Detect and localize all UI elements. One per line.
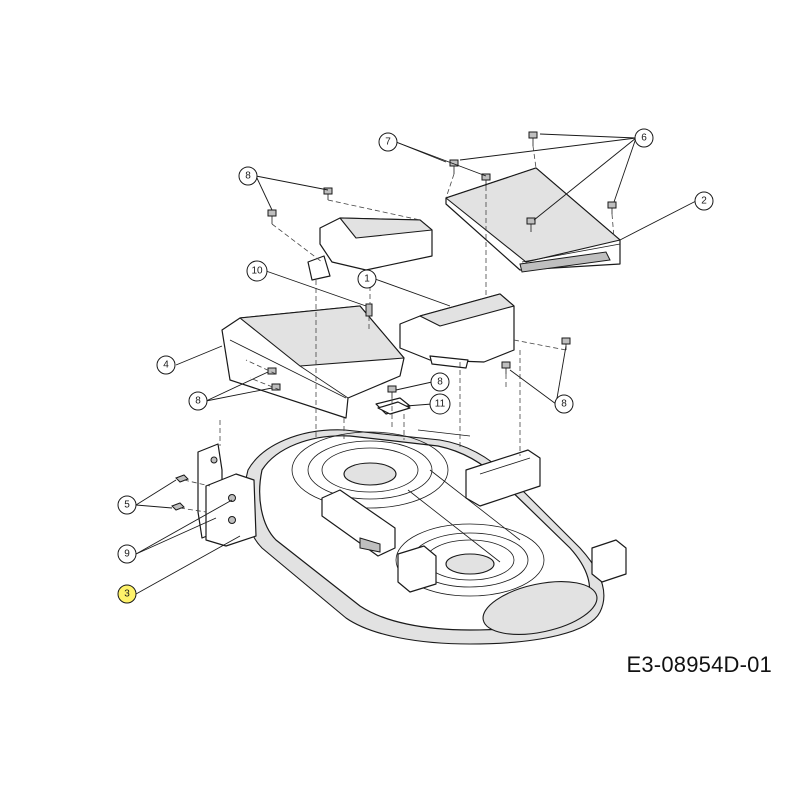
leader-lines: [135, 133, 697, 595]
svg-text:1: 1: [364, 274, 370, 285]
callout-9: 9: [117, 544, 137, 564]
deck-hanger-bracket: [197, 443, 257, 547]
svg-text:8: 8: [245, 171, 251, 182]
mower-deck: [243, 429, 627, 645]
svg-text:7: 7: [385, 137, 391, 148]
svg-text:10: 10: [251, 266, 263, 277]
callout-8-center: 8: [430, 372, 450, 392]
svg-text:6: 6: [641, 133, 647, 144]
svg-text:2: 2: [701, 196, 707, 207]
callout-10: 10: [246, 260, 268, 282]
svg-text:4: 4: [163, 360, 169, 371]
callout-2: 2: [694, 191, 714, 211]
hardware-screws: [267, 131, 617, 415]
cover-1-upper: [307, 217, 433, 281]
svg-text:5: 5: [124, 500, 130, 511]
cover-1-lower: [399, 293, 515, 369]
svg-text:8: 8: [195, 396, 201, 407]
belt-cover-4: [221, 305, 411, 419]
callout-5: 5: [117, 495, 137, 515]
callout-11: 11: [429, 393, 451, 415]
callout-1: 1: [357, 269, 377, 289]
svg-text:3: 3: [124, 589, 130, 600]
alignment-lines: [219, 145, 615, 456]
svg-text:9: 9: [124, 549, 130, 560]
callout-8-right: 8: [554, 394, 574, 414]
callout-8-top: 8: [238, 166, 258, 186]
callout-8-left: 8: [188, 391, 208, 411]
svg-text:8: 8: [561, 399, 567, 410]
callout-7: 7: [378, 132, 398, 152]
drawing-number: E3-08954D-01: [626, 652, 772, 677]
svg-text:8: 8: [437, 377, 443, 388]
svg-text:11: 11: [435, 399, 446, 410]
hardware-bolts-5: [171, 474, 211, 513]
callout-6: 6: [634, 128, 654, 148]
callout-4: 4: [156, 355, 176, 375]
callout-3: 3: [117, 584, 137, 604]
